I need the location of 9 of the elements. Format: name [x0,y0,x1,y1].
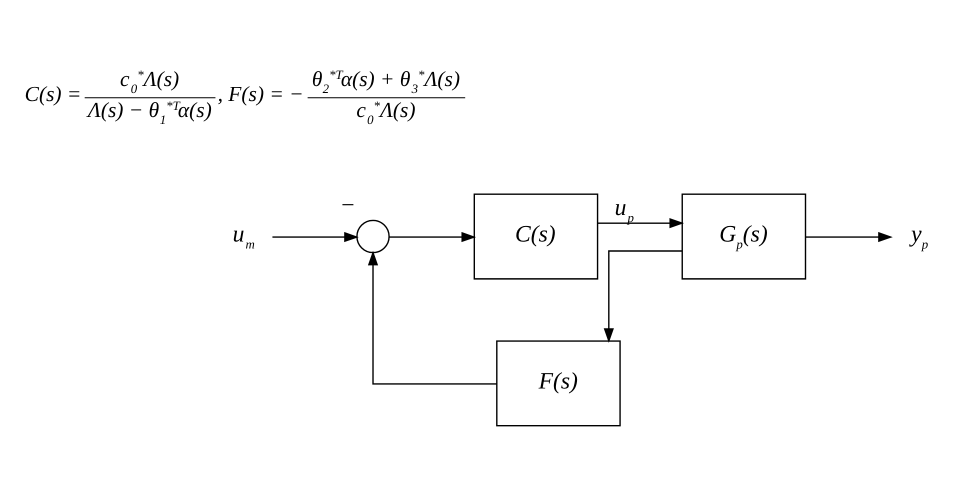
node-label: − [340,192,356,218]
label: Λ(s) − θ$_{1}$$^{*T}$α(s) [88,98,212,127]
label: θ$_{2}$$^{*T}$α(s) + θ$_{3}$$^{*}$Λ(s) [312,66,460,96]
node-text: u$_{m}$ [232,220,255,251]
label: , F(s) = − [218,81,304,106]
label: c$_{0}$$^{*}$Λ(s) [356,98,416,127]
label: C(s) = [24,81,82,106]
label: c$_{0}$$^{*}$Λ(s) [120,66,180,96]
node-text: y$_{p}$ [911,220,928,251]
